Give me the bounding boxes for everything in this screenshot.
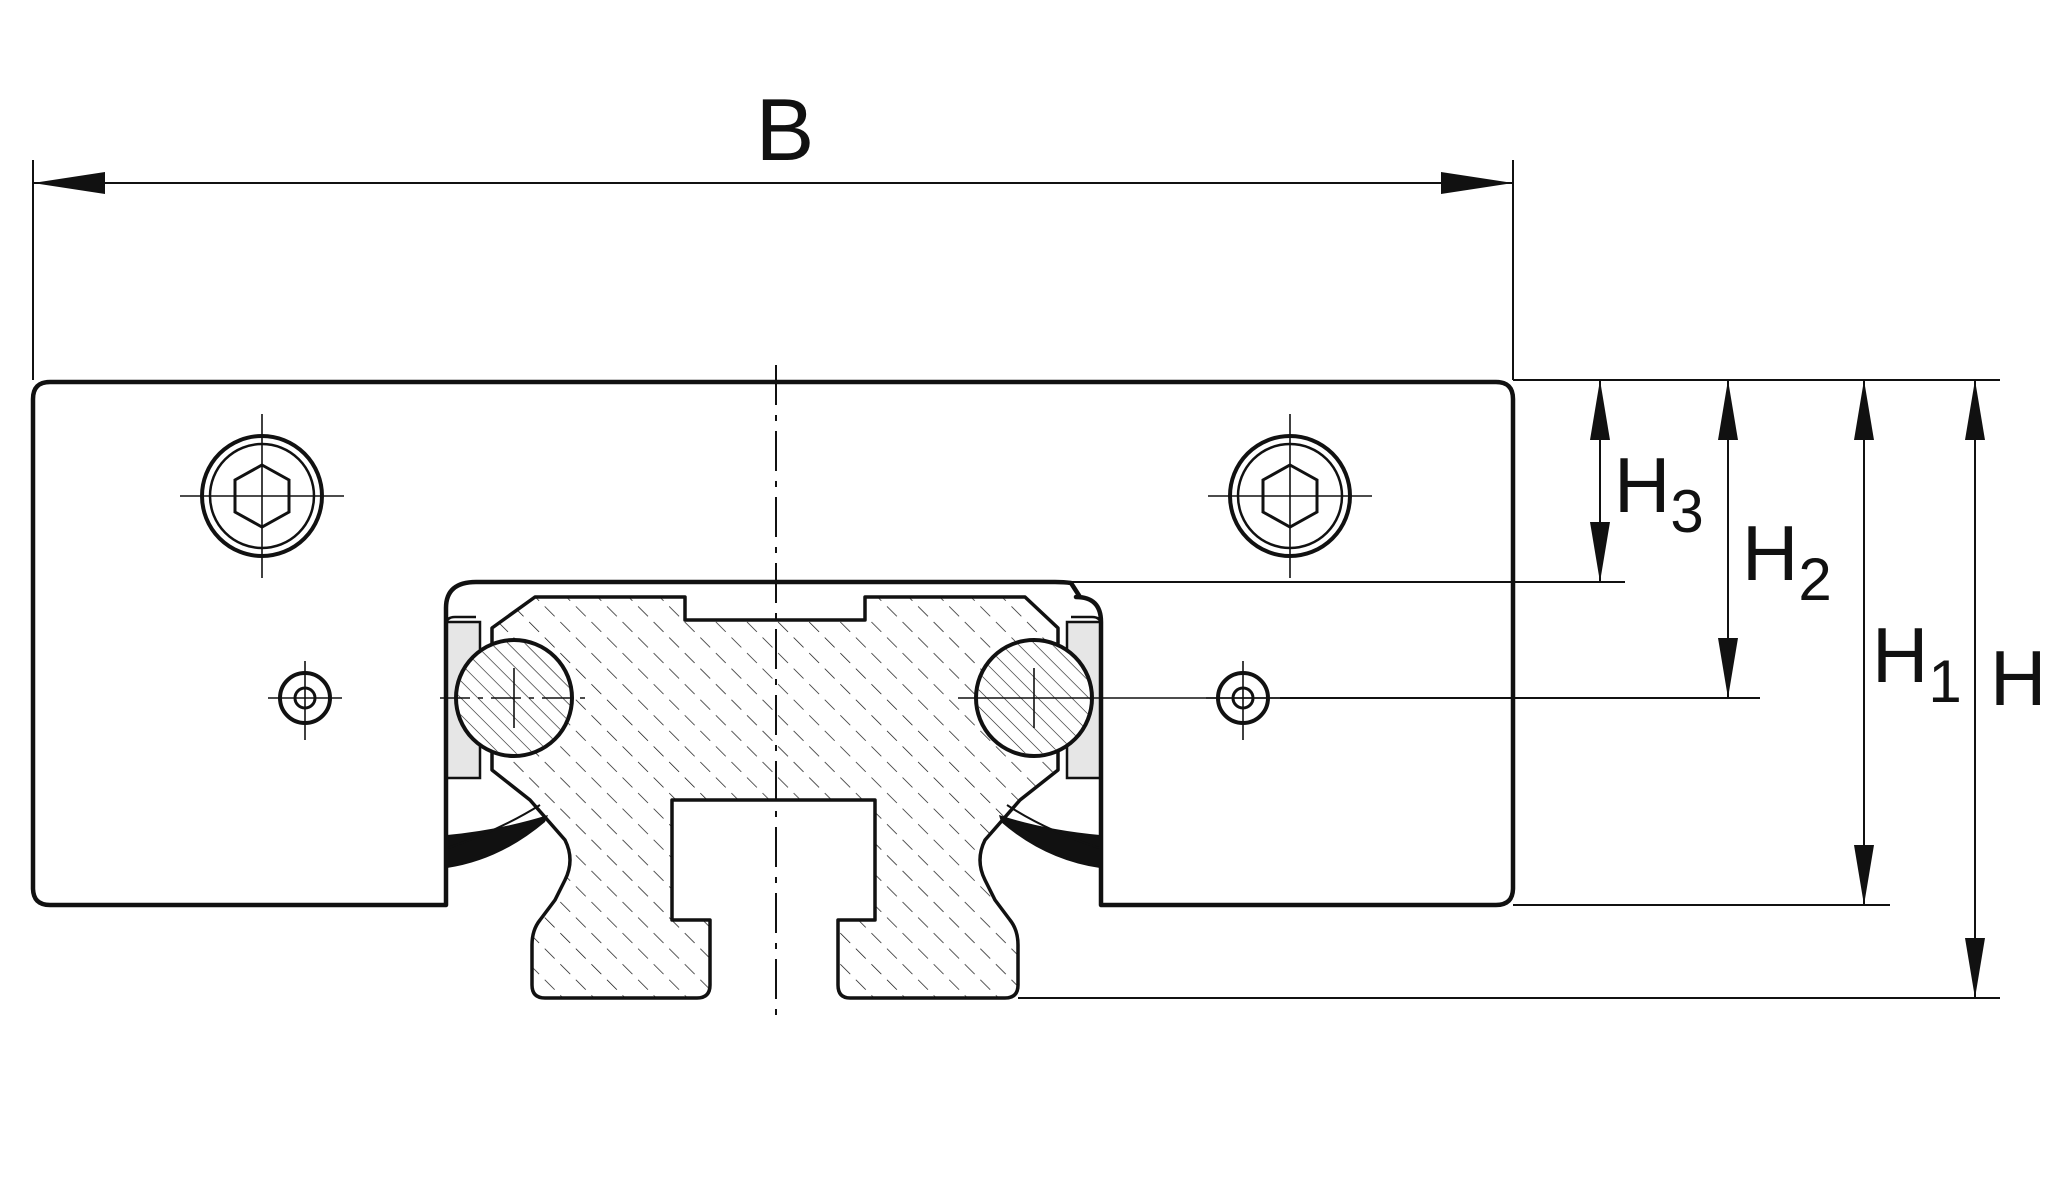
label-h1-main: H — [1872, 611, 1928, 699]
label-h1: H1 — [1872, 611, 1962, 715]
label-h3-subscript: 3 — [1670, 478, 1703, 545]
label-h1-subscript: 1 — [1928, 648, 1961, 715]
wiper-lip-right — [999, 815, 1100, 868]
label-b: B — [756, 80, 815, 179]
wiper-lip-left — [447, 815, 548, 868]
hex-screw-right — [1208, 414, 1372, 578]
lube-hole-left — [268, 661, 342, 740]
label-h3: H3 — [1614, 441, 1704, 545]
lube-hole-right — [1206, 661, 1280, 740]
height-extension-lines — [1018, 379, 2000, 999]
wiper-edge-left — [447, 804, 541, 849]
wiper-edge-right — [1006, 804, 1100, 849]
dimension-h — [1965, 380, 1985, 998]
label-h2-subscript: 2 — [1798, 546, 1831, 613]
arrowhead-left — [33, 172, 105, 194]
arrowhead-right — [1441, 172, 1513, 194]
dimension-h3 — [1590, 380, 1610, 582]
dimension-h1 — [1854, 380, 1874, 905]
label-h2: H2 — [1742, 509, 1832, 613]
dimension-b — [32, 160, 1514, 380]
dimension-h2 — [1718, 380, 1738, 698]
label-h2-main: H — [1742, 509, 1798, 597]
label-h: H — [1990, 634, 2046, 722]
hex-screw-left — [180, 414, 344, 578]
label-h3-main: H — [1614, 441, 1670, 529]
